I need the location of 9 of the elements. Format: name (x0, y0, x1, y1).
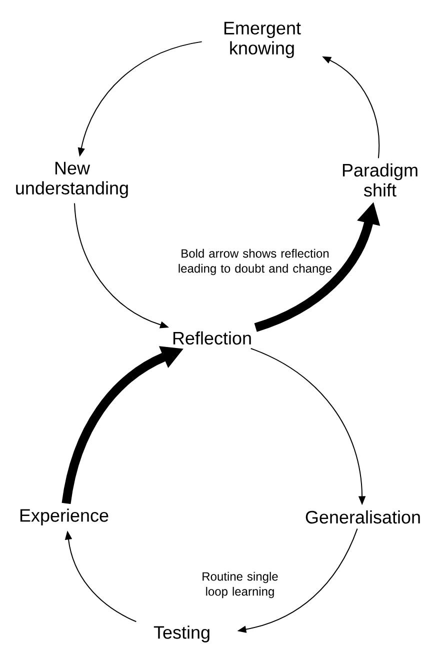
note: Routine single loop learning (202, 572, 278, 598)
note: Bold arrow shows reflection leading to doubt and change (178, 248, 332, 276)
node-label: Experience (20, 508, 108, 526)
node-label: Reflection (173, 331, 251, 345)
node-label: New understanding (16, 162, 128, 198)
node-label: Testing (154, 626, 210, 642)
node-label: Generalisation (306, 510, 420, 524)
node-label: Emergent knowing (224, 22, 301, 58)
node-label: Paradigm shift (342, 163, 418, 197)
